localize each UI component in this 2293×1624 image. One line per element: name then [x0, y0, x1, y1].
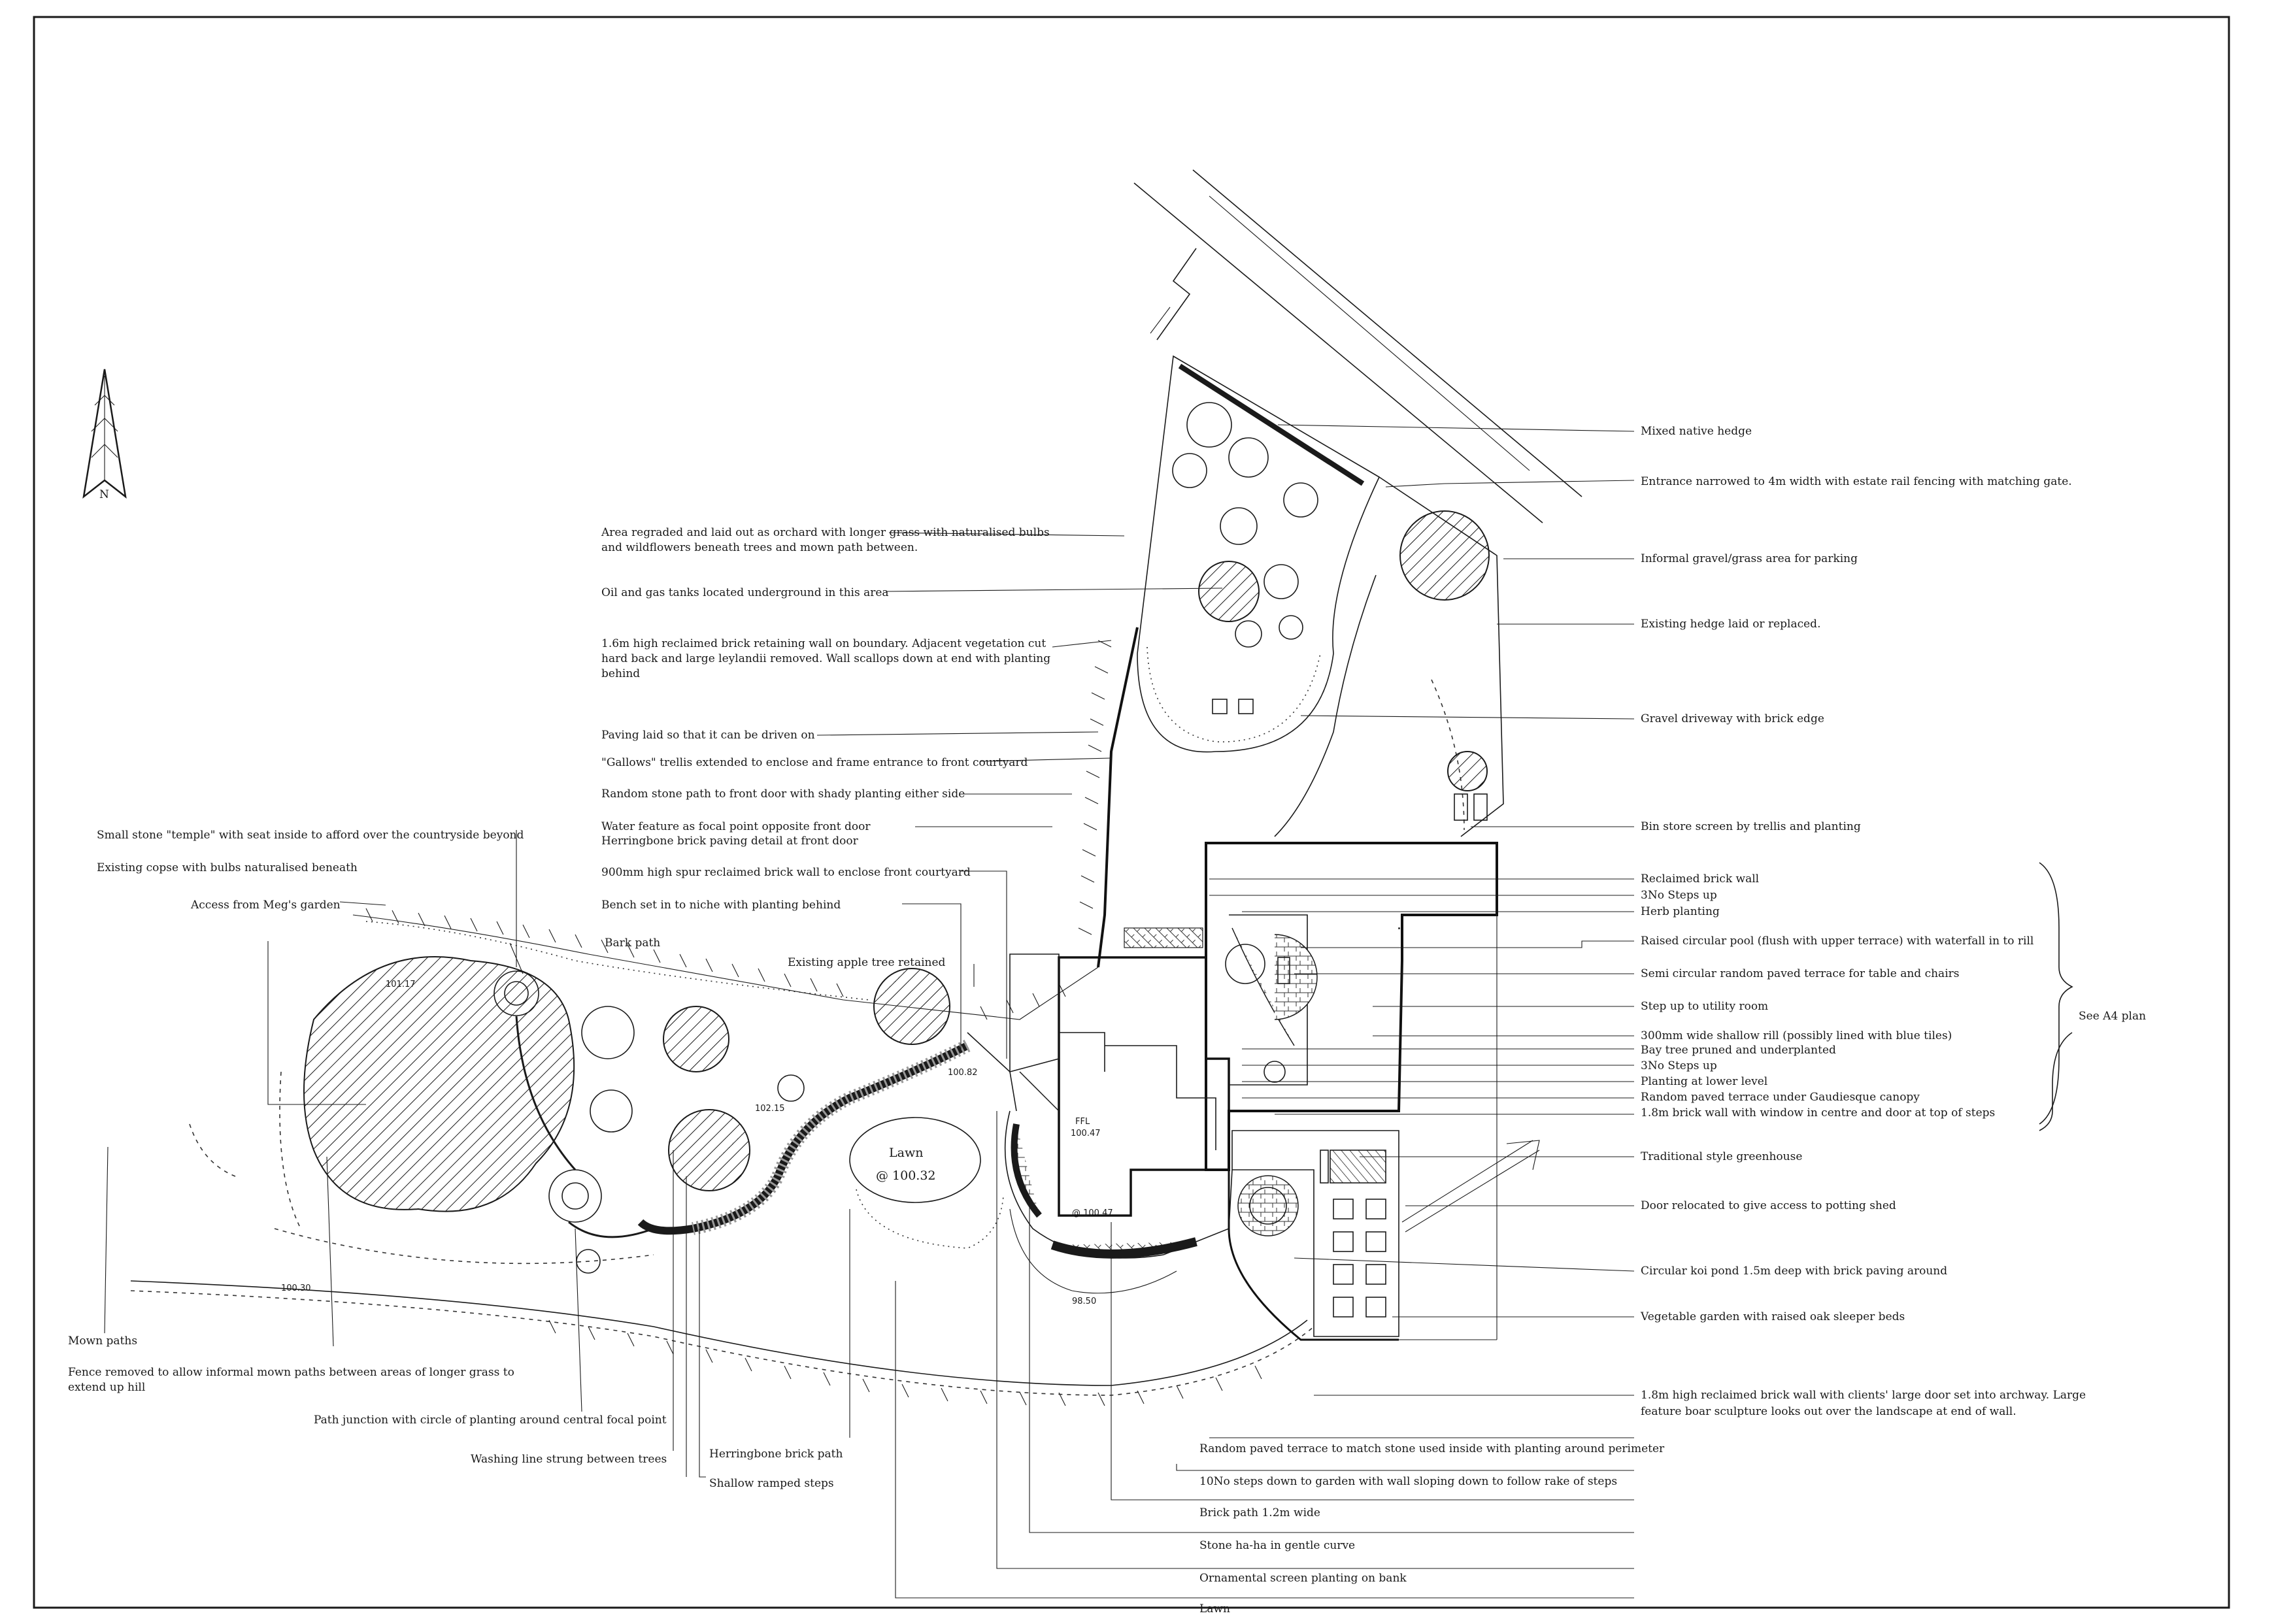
label-existing-hedge: Existing hedge laid or replaced. [1641, 618, 1820, 631]
lawn-level: @ 100.32 [876, 1168, 936, 1183]
label-fence-removed-1: Fence removed to allow informal mown pat… [68, 1366, 514, 1379]
label-herb-planting: Herb planting [1641, 905, 1720, 918]
label-fence-removed-2: extend up hill [68, 1381, 145, 1394]
label-mixed-native-hedge: Mixed native hedge [1641, 425, 1752, 438]
label-random-paved-canopy: Random paved terrace under Gaudiesque ca… [1641, 1091, 1920, 1104]
north-arrow-icon: N [82, 369, 127, 501]
label-see-a4-plan: See A4 plan [2079, 1010, 2146, 1023]
central-lawn: Lawn @ 100.32 100.82 [849, 1068, 1004, 1249]
label-gallows-trellis: "Gallows" trellis extended to enclose an… [601, 756, 1028, 769]
level-100-82: 100.82 [948, 1068, 978, 1078]
label-path-junction: Path junction with circle of planting ar… [314, 1414, 667, 1427]
label-greenhouse: Traditional style greenhouse [1641, 1150, 1802, 1163]
label-koi-pond: Circular koi pond 1.5m deep with brick p… [1641, 1265, 1947, 1278]
label-bark-path: Bark path [605, 936, 660, 950]
label-access-megs: Access from Meg's garden [190, 899, 341, 912]
walled-garden [1228, 1130, 1540, 1341]
label-entrance-narrowed: Entrance narrowed to 4m width with estat… [1641, 475, 2072, 488]
boundary-hatch [365, 908, 1066, 1020]
label-mown-paths: Mown paths [68, 1334, 137, 1348]
label-informal-gravel: Informal gravel/grass area for parking [1641, 552, 1858, 565]
label-steps-up-3b: 3No Steps up [1641, 1059, 1717, 1072]
north-label: N [99, 488, 109, 501]
parking-area [1274, 476, 1504, 837]
label-bench-niche: Bench set in to niche with planting behi… [601, 899, 841, 912]
lower-terrace: @ 100.47 98.50 [1004, 1110, 1233, 1306]
label-vegetable-garden: Vegetable garden with raised oak sleeper… [1640, 1310, 1905, 1323]
label-steps-down-10: 10No steps down to garden with wall slop… [1199, 1475, 1617, 1488]
leader-lines-right [895, 424, 1635, 1599]
label-brick-path: Brick path 1.2m wide [1199, 1506, 1320, 1519]
label-reclaimed-wall-door-2: feature boar sculpture looks out over th… [1641, 1405, 2017, 1418]
courtyard-level: @ 100.47 [1072, 1208, 1113, 1218]
level-102-15: 102.15 [755, 1104, 785, 1114]
a4-plan-brace-upper [2039, 862, 2073, 1125]
labels-bottom: Random paved terrace to match stone used… [1199, 1442, 1665, 1616]
label-herringbone-front: Herringbone brick paving detail at front… [601, 835, 859, 848]
ffl-label: FFL [1075, 1117, 1090, 1127]
ffl-level: 100.47 [1071, 1129, 1101, 1138]
label-existing-copse: Existing copse with bulbs naturalised be… [97, 861, 358, 874]
label-herringbone-path: Herringbone brick path [709, 1448, 843, 1461]
label-orchard-1: Area regraded and laid out as orchard wi… [601, 526, 1050, 539]
label-brick-wall-window: 1.8m brick wall with window in centre an… [1641, 1106, 1995, 1119]
label-step-utility: Step up to utility room [1641, 1000, 1768, 1013]
level-98-50: 98.50 [1072, 1297, 1096, 1306]
label-random-paved-stone: Random paved terrace to match stone used… [1199, 1442, 1665, 1455]
front-courtyard [967, 927, 1203, 1112]
label-random-stone-path: Random stone path to front door with sha… [601, 787, 965, 801]
north-boundary [352, 914, 1099, 1020]
label-retaining-3: behind [601, 667, 640, 680]
label-retaining-2: hard back and large leylandii removed. W… [601, 652, 1050, 665]
sheet-border [33, 16, 2230, 1609]
label-door-relocated: Door relocated to give access to potting… [1641, 1199, 1896, 1212]
western-garden: 101.17 100.30 [189, 921, 950, 1293]
label-water-feature: Water feature as focal point opposite fr… [601, 820, 871, 833]
labels-left: Small stone "temple" with seat inside to… [68, 829, 843, 1490]
label-raised-pool: Raised circular pool (flush with upper t… [1641, 935, 2034, 948]
label-washing-line: Washing line strung between trees [471, 1453, 667, 1466]
label-shallow-ramped: Shallow ramped steps [709, 1477, 834, 1490]
label-reclaimed-brick-wall: Reclaimed brick wall [1641, 872, 1759, 886]
label-bay-tree: Bay tree pruned and underplanted [1641, 1044, 1836, 1057]
level-100-30: 100.30 [281, 1284, 311, 1293]
label-oil-gas: Oil and gas tanks located underground in… [601, 586, 889, 599]
retaining-wall [1078, 627, 1139, 968]
stone-haha [130, 1280, 1314, 1406]
herringbone-path: 102.15 [637, 1040, 971, 1235]
labels-right: Mixed native hedge Entrance narrowed to … [1640, 425, 2146, 1418]
lawn-centre-label: Lawn [889, 1146, 923, 1160]
house-building: FFL 100.47 [1058, 842, 1498, 1217]
labels-centre: Area regraded and laid out as orchard wi… [601, 526, 1050, 969]
label-bin-store: Bin store screen by trellis and planting [1641, 820, 1861, 833]
label-paving-driven: Paving laid so that it can be driven on [601, 729, 815, 742]
label-planting-lower: Planting at lower level [1641, 1075, 1767, 1088]
road-edges [1133, 169, 1582, 523]
east-boundary [1399, 915, 1498, 1340]
label-stone-haha: Stone ha-ha in gentle curve [1199, 1539, 1355, 1552]
label-rill: 300mm wide shallow rill (possibly lined … [1641, 1029, 1952, 1042]
label-semi-circular-terrace: Semi circular random paved terrace for t… [1641, 967, 1959, 980]
leader-lines-left [104, 532, 1223, 1478]
a4-plan-brace-lower [2039, 1032, 2073, 1131]
level-101-17: 101.17 [386, 980, 416, 989]
orchard-area [1137, 355, 1381, 753]
upper-terrace [1225, 914, 1318, 1085]
label-orchard-2: and wildflowers beneath trees and mown p… [601, 541, 918, 554]
label-retaining-1: 1.6m high reclaimed brick retaining wall… [601, 637, 1046, 650]
label-gravel-driveway: Gravel driveway with brick edge [1641, 712, 1824, 725]
label-ornamental-screen: Ornamental screen planting on bank [1199, 1572, 1407, 1585]
label-spur-wall: 900mm high spur reclaimed brick wall to … [601, 866, 971, 879]
label-stone-temple: Small stone "temple" with seat inside to… [97, 829, 524, 842]
label-apple-tree: Existing apple tree retained [788, 956, 946, 969]
label-steps-up-3: 3No Steps up [1641, 889, 1717, 902]
label-reclaimed-wall-door-1: 1.8m high reclaimed brick wall with clie… [1641, 1389, 2086, 1402]
label-lawn-bottom: Lawn [1199, 1602, 1230, 1616]
